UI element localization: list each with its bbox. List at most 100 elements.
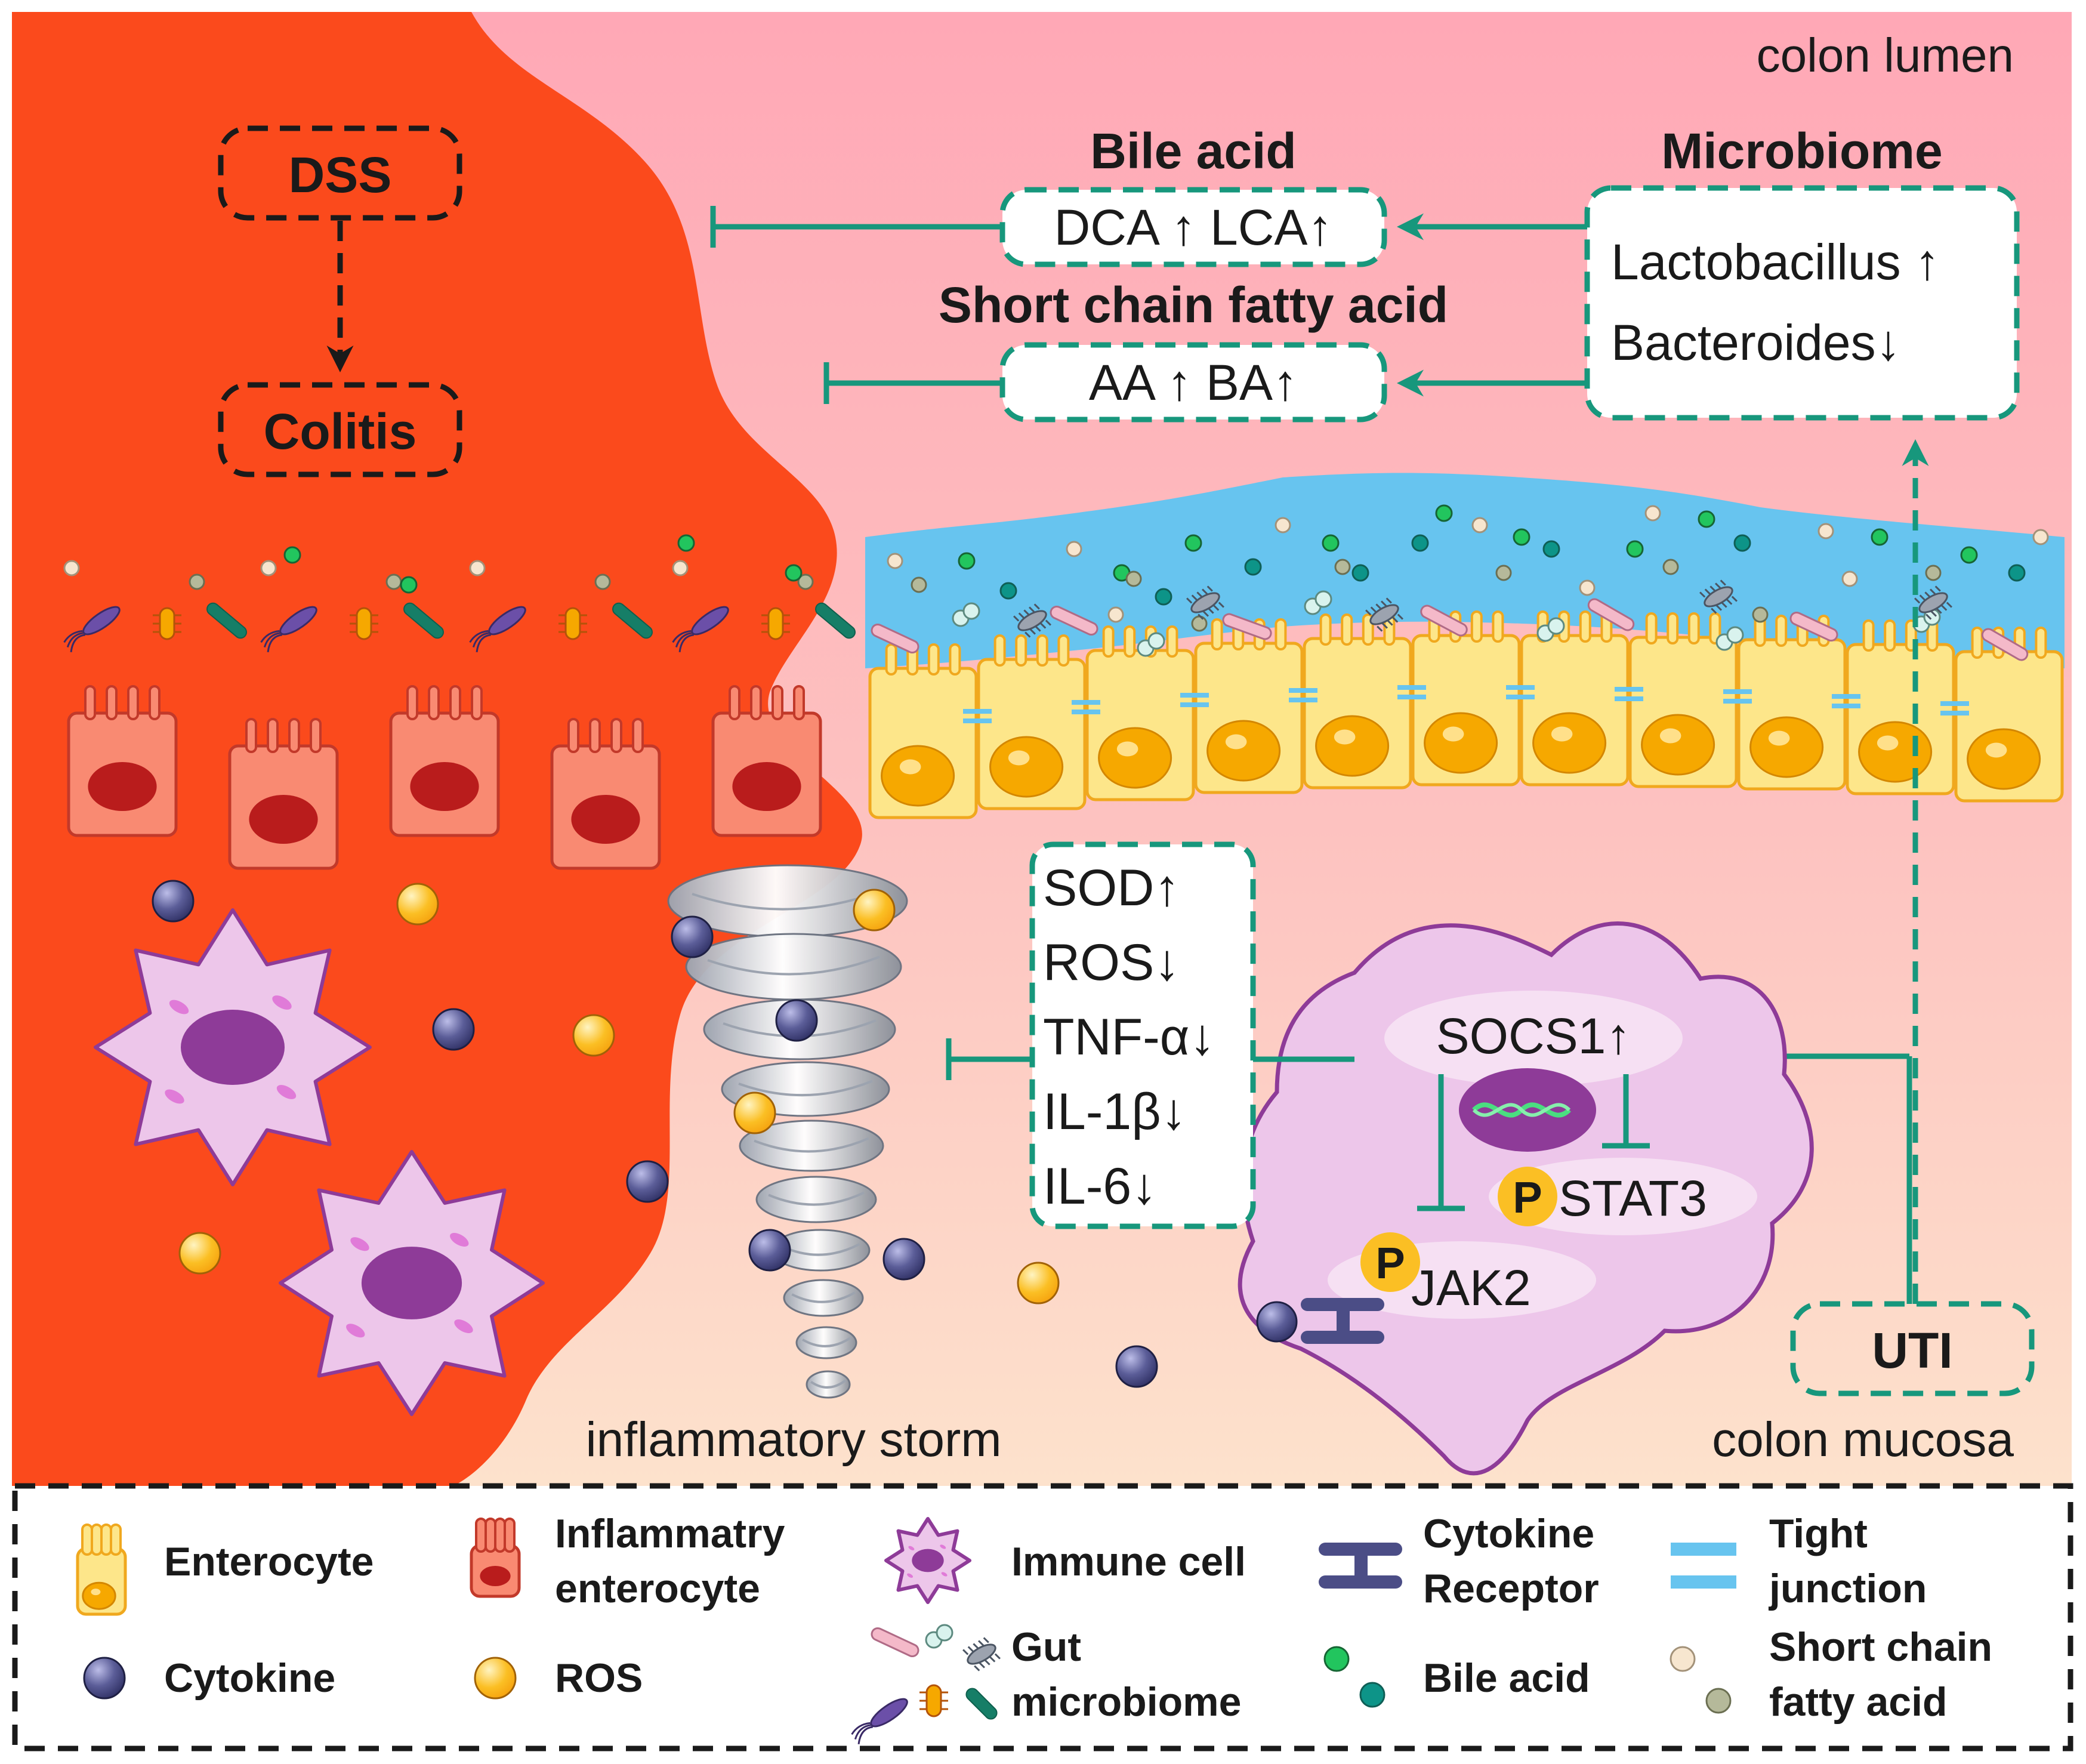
legend-bile-acid-icon-green <box>1323 1646 1350 1672</box>
bile-acid-particle <box>1351 564 1369 582</box>
scfa-particle <box>887 553 903 569</box>
legend-tight-label-1: Tight <box>1769 1511 1868 1556</box>
bile-acid-particle <box>1698 510 1715 528</box>
scattered-cytokines-and-ros <box>152 880 1158 1388</box>
enterocyte-cell <box>1085 625 1195 801</box>
bile-acid-particle <box>1626 540 1644 558</box>
immune-nucleus <box>361 1247 462 1319</box>
inflammatory-factor-label: IL-1β↓ <box>1043 1083 1187 1140</box>
nucleus-shine <box>1768 730 1790 746</box>
inflammatory-enterocyte <box>550 718 661 870</box>
scfa-particle <box>2032 529 2049 545</box>
healthy-epithelium <box>865 473 2065 819</box>
rod-bacterium <box>965 1688 998 1720</box>
scfa-particle <box>1191 615 1208 632</box>
rod-bacterium <box>403 602 444 639</box>
tight-junction <box>1940 701 1969 716</box>
enterocyte-nucleus <box>1206 720 1281 782</box>
ros-particle <box>733 1091 776 1134</box>
bile-acid-particle <box>1513 528 1530 546</box>
enterocyte-nucleus <box>1424 712 1498 774</box>
inflammatory-factor-label: SOD↑ <box>1043 859 1180 917</box>
scfa-particle <box>260 560 277 576</box>
scfa-particle <box>594 573 611 590</box>
tornado-swirl <box>768 1191 865 1206</box>
immune-granule <box>169 1000 189 1014</box>
legend-enterocyte-label: Enterocyte <box>164 1539 374 1584</box>
enterocyte-cell <box>977 634 1087 810</box>
tight-junction <box>1180 693 1209 707</box>
bile-acid-title: Bile acid <box>1090 123 1296 179</box>
spiky-bacterium <box>1699 579 1738 614</box>
scfa-particle <box>1579 579 1596 596</box>
immune-granule <box>350 1237 369 1251</box>
pink-rod-bacterium <box>1222 613 1272 640</box>
inflammatory-enterocyte <box>67 685 178 837</box>
diplococcus-bacterium <box>952 602 980 627</box>
scfa-particle <box>1125 570 1142 587</box>
uti-label: UTI <box>1872 1322 1952 1378</box>
scfa-particle <box>1066 541 1082 557</box>
membrane-cytokine-receptor <box>1301 1298 1384 1344</box>
cytokine-particle <box>748 1229 791 1272</box>
bile-acid-particle <box>677 534 695 552</box>
scfa-particle <box>385 573 402 590</box>
cytokine-particle <box>882 1238 925 1281</box>
inflammatory-storm-label: inflammatory storm <box>585 1413 1001 1467</box>
cytokine-particle <box>152 880 195 923</box>
bile-acid-particle <box>1411 534 1429 552</box>
legend-cytokine-label: Cytokine <box>164 1655 335 1701</box>
tornado-layer <box>739 1120 884 1172</box>
legend-gut-microbiome-icon <box>851 1624 1001 1744</box>
inflammatory-factor-label: IL-6↓ <box>1043 1158 1157 1215</box>
scfa-particle <box>1334 559 1351 575</box>
diplococcus-bacterium <box>1715 626 1744 651</box>
tornado-swirl <box>791 1291 856 1303</box>
scfa-particle <box>1817 523 1834 539</box>
scfa-particle <box>189 573 205 590</box>
scfa-particle <box>1644 505 1661 522</box>
colon-lumen-label: colon lumen <box>1757 29 2014 82</box>
tight-junction <box>1072 700 1100 714</box>
stat3-phospho-label: P <box>1513 1173 1542 1222</box>
tornado-layer <box>806 1370 851 1399</box>
enterocyte-row <box>868 610 2064 819</box>
inflammatory-enterocyte <box>711 685 822 837</box>
capsule-bacterium <box>761 607 790 640</box>
bile-acid-particle <box>1871 528 1888 546</box>
tight-junction <box>1832 694 1860 708</box>
scfa-particle <box>797 573 814 590</box>
legend-immune-label: Immune cell <box>1011 1539 1246 1584</box>
enterocyte-nucleus <box>989 736 1064 798</box>
flagellated-bacterium <box>672 606 729 652</box>
spiky-bacterium <box>1186 585 1224 620</box>
stat3-highlight <box>1489 1158 1757 1235</box>
ros-particle <box>572 1014 615 1057</box>
enterocyte-nucleus <box>1641 714 1715 776</box>
inflamed-nucleus <box>249 795 318 844</box>
mucus-microbes-and-metabolites <box>871 504 2049 661</box>
bile-acid-values: DCA ↑ LCA↑ <box>1054 199 1333 255</box>
legend-scfa-label-2: fatty acid <box>1769 1679 1948 1725</box>
capsule-bacterium <box>350 607 378 640</box>
diplococcus-bacterium <box>1536 617 1565 642</box>
legend-inflammatory-label-1: Inflammatry <box>555 1511 785 1556</box>
tornado-swirl <box>801 1337 851 1347</box>
enterocyte-nucleus <box>1858 721 1933 783</box>
scfa-particle <box>1471 517 1488 533</box>
legend-receptor-label-1: Cytokine <box>1423 1511 1594 1556</box>
bile-acid-particle <box>1542 540 1560 558</box>
scfa-particle <box>1275 517 1291 533</box>
legend-enterocyte-icon <box>76 1524 127 1616</box>
capsule-bacterium <box>558 607 587 640</box>
nucleus-shine <box>1551 726 1573 742</box>
enterocyte-nucleus <box>1749 716 1824 778</box>
enterocyte-nucleus <box>1967 728 2041 790</box>
inflammatory-factors-list: SOD↑ROS↓TNF-α↓IL-1β↓IL-6↓ <box>1043 859 1215 1215</box>
nucleus-shine <box>1334 729 1356 745</box>
lactobacillus-label: Lactobacillus ↑ <box>1611 234 1940 290</box>
tight-junction <box>1506 685 1535 699</box>
bile-acid-particle <box>1322 534 1340 552</box>
